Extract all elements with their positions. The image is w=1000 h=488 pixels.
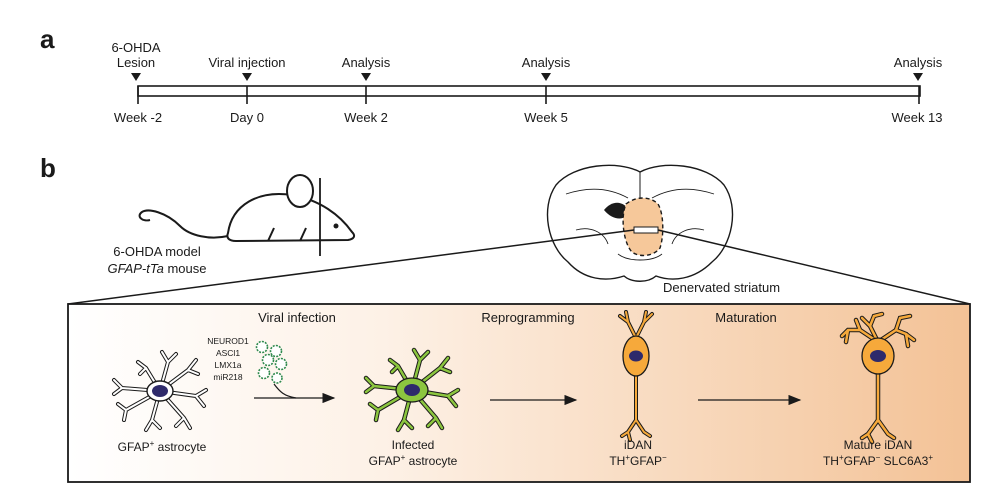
- process-box: [67, 303, 971, 483]
- panel-b-letter: b: [40, 153, 56, 183]
- mature-idan-neuron-icon: [839, 311, 917, 445]
- event-label-line2: Lesion: [117, 55, 155, 70]
- timeline-event-analysis-week2: Analysis Week 2: [342, 55, 391, 125]
- mouse-label-line2: GFAP-tTa mouse: [108, 261, 207, 276]
- timeline-event-analysis-week13: Analysis Week 13: [891, 55, 942, 125]
- timeline-tick-label: Week 5: [524, 110, 568, 125]
- timeline-event-lesion: 6-OHDA Lesion Week -2: [111, 40, 162, 125]
- step-reprogramming: Reprogramming: [481, 310, 574, 325]
- mouse-strain-rest: mouse: [164, 261, 207, 276]
- mature-idan-label-line2: TH+GFAP− SLC6A3+: [823, 453, 933, 468]
- event-arrowhead-icon: [361, 73, 371, 81]
- idan-neuron-icon: [618, 310, 654, 442]
- infected-astrocyte-icon: [363, 347, 461, 433]
- event-label-line1: Viral injection: [208, 55, 285, 70]
- factor-ascl1: ASCl1: [216, 348, 240, 358]
- factor-lmx1a: LMX1a: [215, 360, 242, 370]
- event-arrowhead-icon: [913, 73, 923, 81]
- timeline-tick-label: Week 13: [891, 110, 942, 125]
- zoom-line-right: [657, 229, 971, 305]
- idan-label-line1: iDAN: [624, 438, 652, 452]
- timeline-bar: [137, 85, 921, 97]
- astrocyte-label: GFAP+ astrocyte: [118, 439, 207, 454]
- event-arrowhead-icon: [131, 73, 141, 81]
- mouse-icon: [138, 174, 356, 256]
- panel-a-letter: a: [40, 24, 55, 54]
- timeline-tick-label: Week 2: [344, 110, 388, 125]
- event-arrowhead-icon: [541, 73, 551, 81]
- timeline-event-viral-injection: Viral injection Day 0: [208, 55, 285, 125]
- zoom-line-left: [67, 229, 635, 305]
- virus-particles-icon: [255, 340, 288, 384]
- event-label-line1: Analysis: [522, 55, 571, 70]
- timeline-tick-label: Week -2: [114, 110, 162, 125]
- striatum-sample-box: [633, 226, 659, 234]
- infection-arrow-curve: [273, 383, 297, 399]
- idan-label-line2: TH+GFAP−: [609, 453, 667, 468]
- factor-mir218: miR218: [213, 372, 243, 382]
- mature-idan-label-line1: Mature iDAN: [844, 438, 913, 452]
- mouse-strain-italic: GFAP-tTa: [108, 261, 164, 276]
- timeline-event-analysis-week5: Analysis Week 5: [522, 55, 571, 125]
- event-label-line1: Analysis: [342, 55, 391, 70]
- infected-label-line2: GFAP+ astrocyte: [369, 453, 458, 468]
- event-arrowhead-icon: [242, 73, 252, 81]
- factor-neurod1: NEUROD1: [207, 336, 249, 346]
- step-maturation: Maturation: [715, 310, 776, 325]
- step-viral-infection: Viral infection: [258, 310, 336, 325]
- timeline-tick-label: Day 0: [230, 110, 264, 125]
- astrocyte-icon: [112, 350, 208, 432]
- mouse-label-line1: 6-OHDA model: [113, 244, 201, 259]
- brain-label: Denervated striatum: [663, 280, 780, 295]
- infected-label-line1: Infected: [392, 438, 435, 452]
- event-label-line1: 6-OHDA: [111, 40, 160, 55]
- event-label-line1: Analysis: [894, 55, 943, 70]
